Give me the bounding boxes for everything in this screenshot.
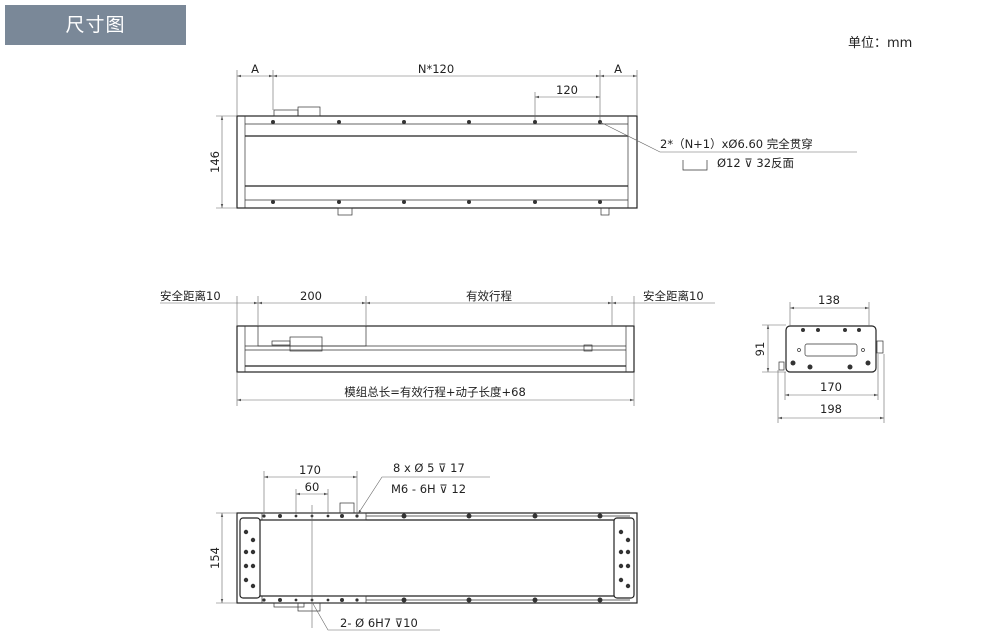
- dim-outer-width: 198: [820, 402, 842, 416]
- note-through-holes: 2*（N+1）xØ6.60 完全贯穿: [660, 137, 813, 151]
- note-holes: 8 x Ø 5 ⊽ 17: [393, 461, 465, 475]
- dim-carriage-length: 200: [300, 289, 322, 303]
- unit-label: 单位：mm: [848, 36, 913, 51]
- dim-60: 60: [305, 480, 320, 494]
- dim-end-height: 91: [753, 342, 767, 357]
- bottom-view: 170 60 154 8 x Ø 5 ⊽ 17 M6 - 6H ⊽ 12 2- …: [208, 461, 638, 631]
- rail-holes: [262, 513, 603, 603]
- end-view: 138 91 170 198: [753, 293, 885, 423]
- dim-top-width: 138: [818, 293, 840, 307]
- dim-bottom-height: 154: [208, 547, 222, 569]
- dim-a-right: A: [614, 62, 622, 76]
- dim-pitch-total: N*120: [418, 62, 454, 76]
- dim-stroke: 有效行程: [466, 289, 512, 303]
- counterbore-symbol: [682, 160, 708, 171]
- mounting-holes: [271, 120, 602, 204]
- dim-a-left: A: [251, 62, 259, 76]
- section-title-badge: 尺寸图: [5, 5, 186, 45]
- dim-170: 170: [299, 463, 321, 477]
- end-plate-holes: [243, 529, 631, 589]
- note-pin-holes: 2- Ø 6H7 ⊽10: [340, 616, 418, 630]
- dim-total-length: 模组总长=有效行程+动子长度+68: [344, 385, 526, 399]
- dim-height: 146: [208, 151, 222, 173]
- dim-inner-width: 170: [820, 380, 842, 394]
- note-counterbore: Ø12 ⊽ 32反面: [717, 156, 794, 170]
- top-view: A N*120 A 120 146 2*（N+1）xØ6.60 完全贯穿 Ø12…: [208, 62, 857, 216]
- safety-distance-left: 安全距离10: [160, 289, 221, 303]
- note-thread: M6 - 6H ⊽ 12: [391, 482, 466, 496]
- side-view: 安全距离10 200 有效行程 安全距离10 模组总长=有效行程+动子长度+68: [160, 289, 715, 406]
- safety-distance-right: 安全距离10: [643, 289, 704, 303]
- dim-pitch: 120: [556, 83, 578, 97]
